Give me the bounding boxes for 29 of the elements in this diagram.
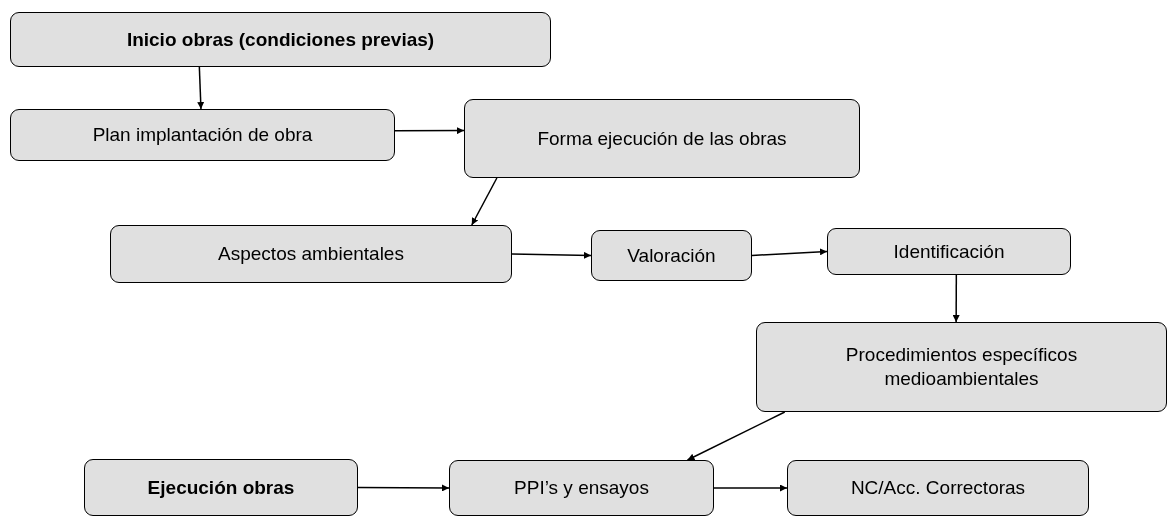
arrow bbox=[394, 127, 465, 135]
process-box bbox=[464, 99, 860, 178]
process-box bbox=[827, 228, 1071, 275]
box-label: Plan implantación de obra bbox=[92, 123, 313, 147]
arrow bbox=[751, 248, 828, 257]
arrow bbox=[713, 484, 788, 492]
arrow bbox=[686, 411, 786, 461]
box-label: Inicio obras (condiciones previas) bbox=[126, 27, 435, 52]
box-label: Forma ejecución de las obras bbox=[537, 126, 787, 151]
process-box bbox=[591, 230, 752, 281]
box-label: Procedimientos específicos medioambientales bbox=[844, 343, 1079, 391]
arrow bbox=[197, 66, 205, 110]
process-box bbox=[449, 460, 714, 516]
box-label: Identificación bbox=[893, 239, 1005, 264]
process-box bbox=[787, 460, 1089, 516]
process-box bbox=[756, 322, 1167, 412]
process-box bbox=[10, 12, 551, 67]
box-label: Aspectos ambientales bbox=[218, 242, 404, 266]
arrow bbox=[952, 274, 960, 323]
process-box bbox=[110, 225, 512, 283]
process-box bbox=[10, 109, 395, 161]
box-label: Ejecución obras bbox=[147, 475, 295, 500]
box-label: PPI’s y ensayos bbox=[514, 476, 649, 500]
box-label: NC/Acc. Correctoras bbox=[850, 476, 1026, 500]
arrow bbox=[471, 177, 498, 226]
arrow bbox=[357, 484, 450, 492]
arrow bbox=[511, 251, 592, 259]
box-label: Valoración bbox=[627, 243, 716, 268]
process-box bbox=[84, 459, 358, 516]
